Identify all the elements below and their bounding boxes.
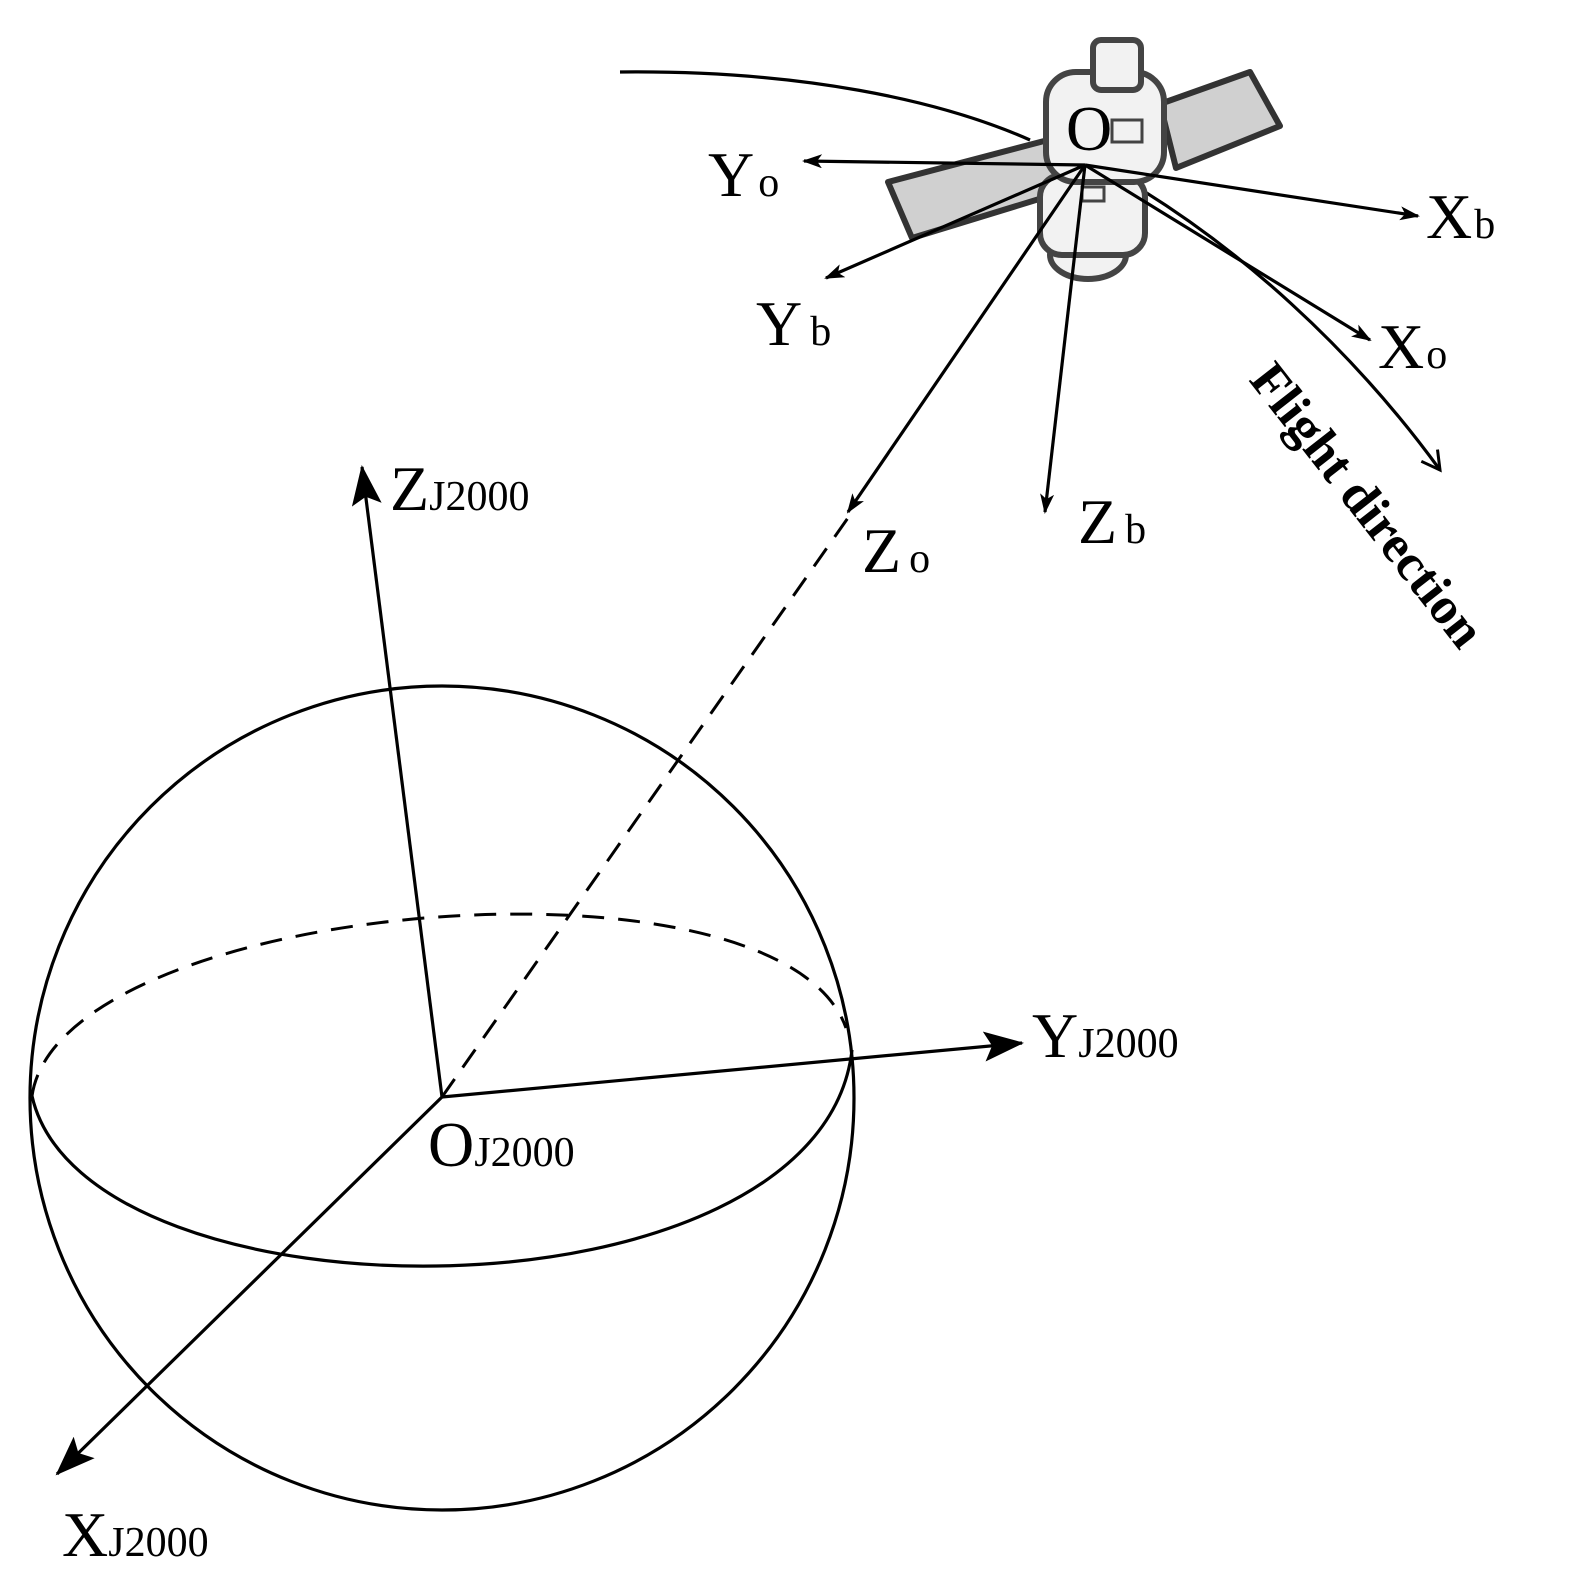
z-b-axis xyxy=(1040,164,1087,514)
label-flight-direction: Flight direction xyxy=(1239,352,1496,658)
label-x-b: Xb xyxy=(1426,181,1495,252)
satellite-top-module xyxy=(1090,37,1144,93)
satellite-hatch xyxy=(1110,118,1144,144)
y-o-axis xyxy=(802,154,1086,169)
x-j2000-axis xyxy=(55,1095,444,1476)
earth-sphere xyxy=(28,684,856,1512)
solar-panel-left xyxy=(885,137,1065,241)
label-o-satellite: O xyxy=(1066,93,1112,164)
x-o-axis xyxy=(1084,163,1372,342)
label-z-j2000: ZJ2000 xyxy=(390,453,529,524)
label-y-o: Yo xyxy=(708,139,779,210)
label-o-j2000: OJ2000 xyxy=(428,1109,575,1180)
y-b-axis xyxy=(824,163,1086,280)
solar-panel-right xyxy=(1157,69,1283,171)
z-o-axis xyxy=(846,164,1087,514)
equator-front xyxy=(30,1049,854,1268)
y-j2000-axis xyxy=(441,1031,1024,1099)
z-j2000-axis xyxy=(351,465,444,1098)
j2000-axes xyxy=(55,465,1024,1476)
radius-dashed-line xyxy=(440,514,852,1098)
label-y-j2000: YJ2000 xyxy=(1032,1000,1179,1071)
satellite-axes xyxy=(802,154,1420,514)
label-x-o: Xo xyxy=(1378,311,1447,382)
label-x-j2000: XJ2000 xyxy=(62,1499,209,1570)
sphere-outline xyxy=(28,684,856,1512)
orbit-arc xyxy=(619,70,1031,142)
flight-direction-arc xyxy=(1089,158,1442,473)
x-b-axis xyxy=(1084,163,1420,221)
